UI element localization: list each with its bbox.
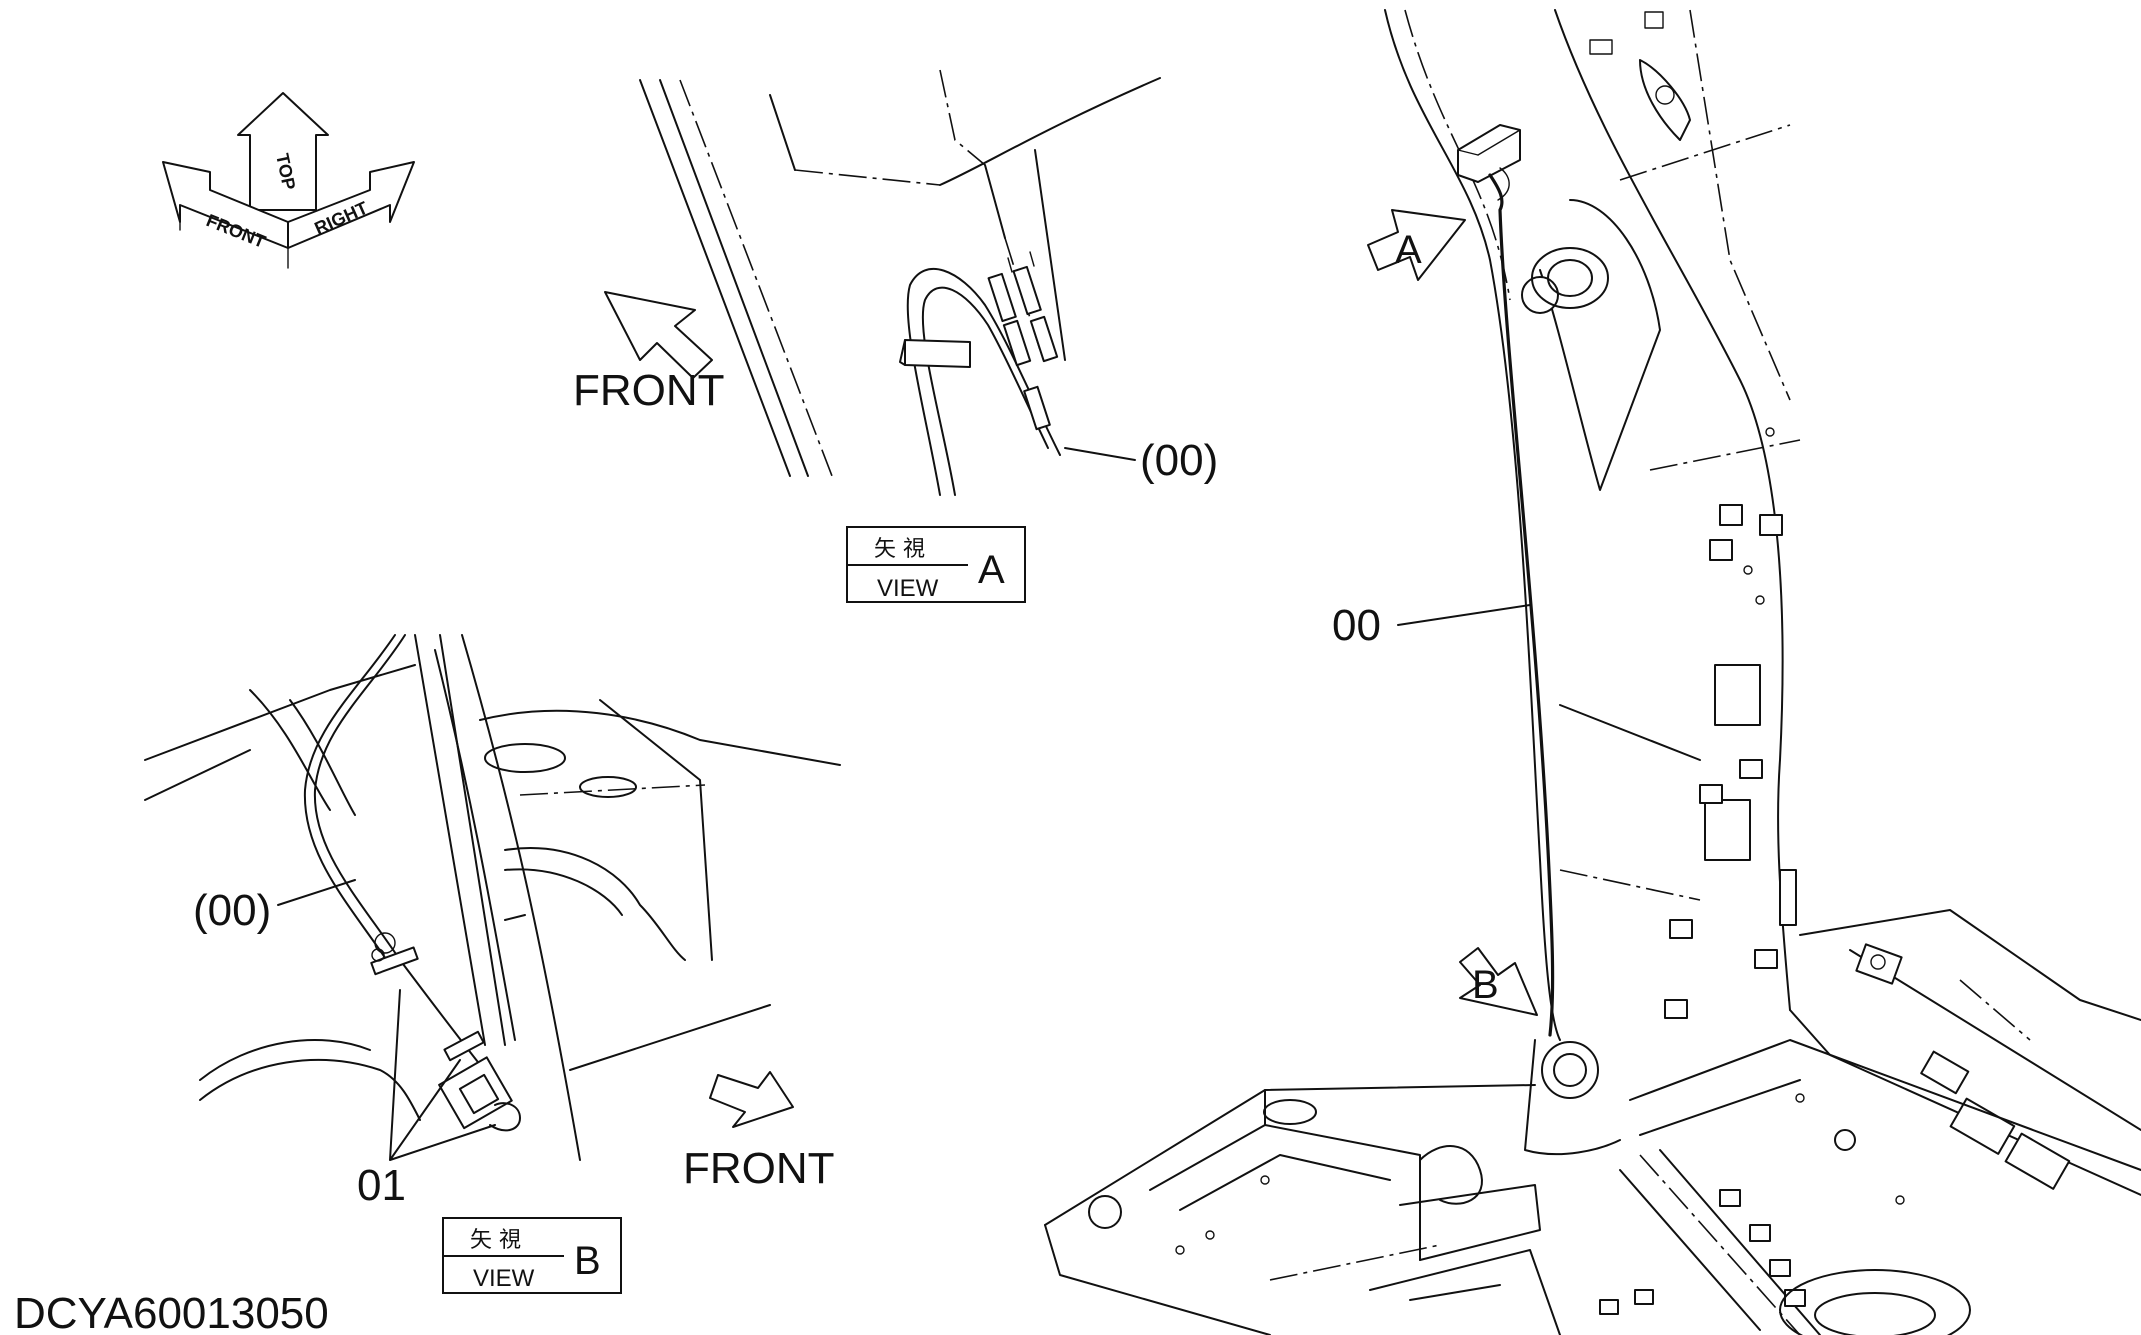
main-view: A B 00 <box>1044 9 2141 1335</box>
view-a-box: 矢 視 VIEW A <box>846 526 1026 603</box>
orientation-symbol: FRONT TOP RIGHT <box>162 92 415 269</box>
main-view-arrow-b-label: B <box>1472 963 1499 1007</box>
main-view-arrow-a-label: A <box>1395 228 1422 272</box>
main-view-callout-00: 00 <box>1332 601 1381 650</box>
drawing-number: DCYA60013050 <box>14 1289 329 1335</box>
view-a-box-view: VIEW <box>877 575 939 602</box>
view-b-callout-00: (00) <box>193 886 271 935</box>
view-b-box-view: VIEW <box>473 1265 535 1292</box>
view-a-front-label: FRONT <box>573 366 725 415</box>
view-b-box: 矢 視 VIEW B <box>442 1217 622 1294</box>
view-b-box-letter: B <box>574 1239 601 1283</box>
view-b-front-label: FRONT <box>683 1144 835 1193</box>
view-b-callout-01: 01 <box>357 1161 406 1210</box>
view-a-callout-00: (00) <box>1140 436 1218 485</box>
view-a-box-jp: 矢 視 <box>874 537 925 562</box>
view-a-detail: FRONT (00) 矢 視 VIEW A <box>573 69 1218 603</box>
main-view-arrow-b <box>1459 947 1538 1016</box>
main-view-arrow-a <box>1367 209 1466 281</box>
view-a-box-letter: A <box>978 548 1005 592</box>
view-b-detail: (00) 01 FRONT 矢 視 VIEW B <box>144 634 841 1294</box>
view-b-box-jp: 矢 視 <box>470 1228 521 1253</box>
